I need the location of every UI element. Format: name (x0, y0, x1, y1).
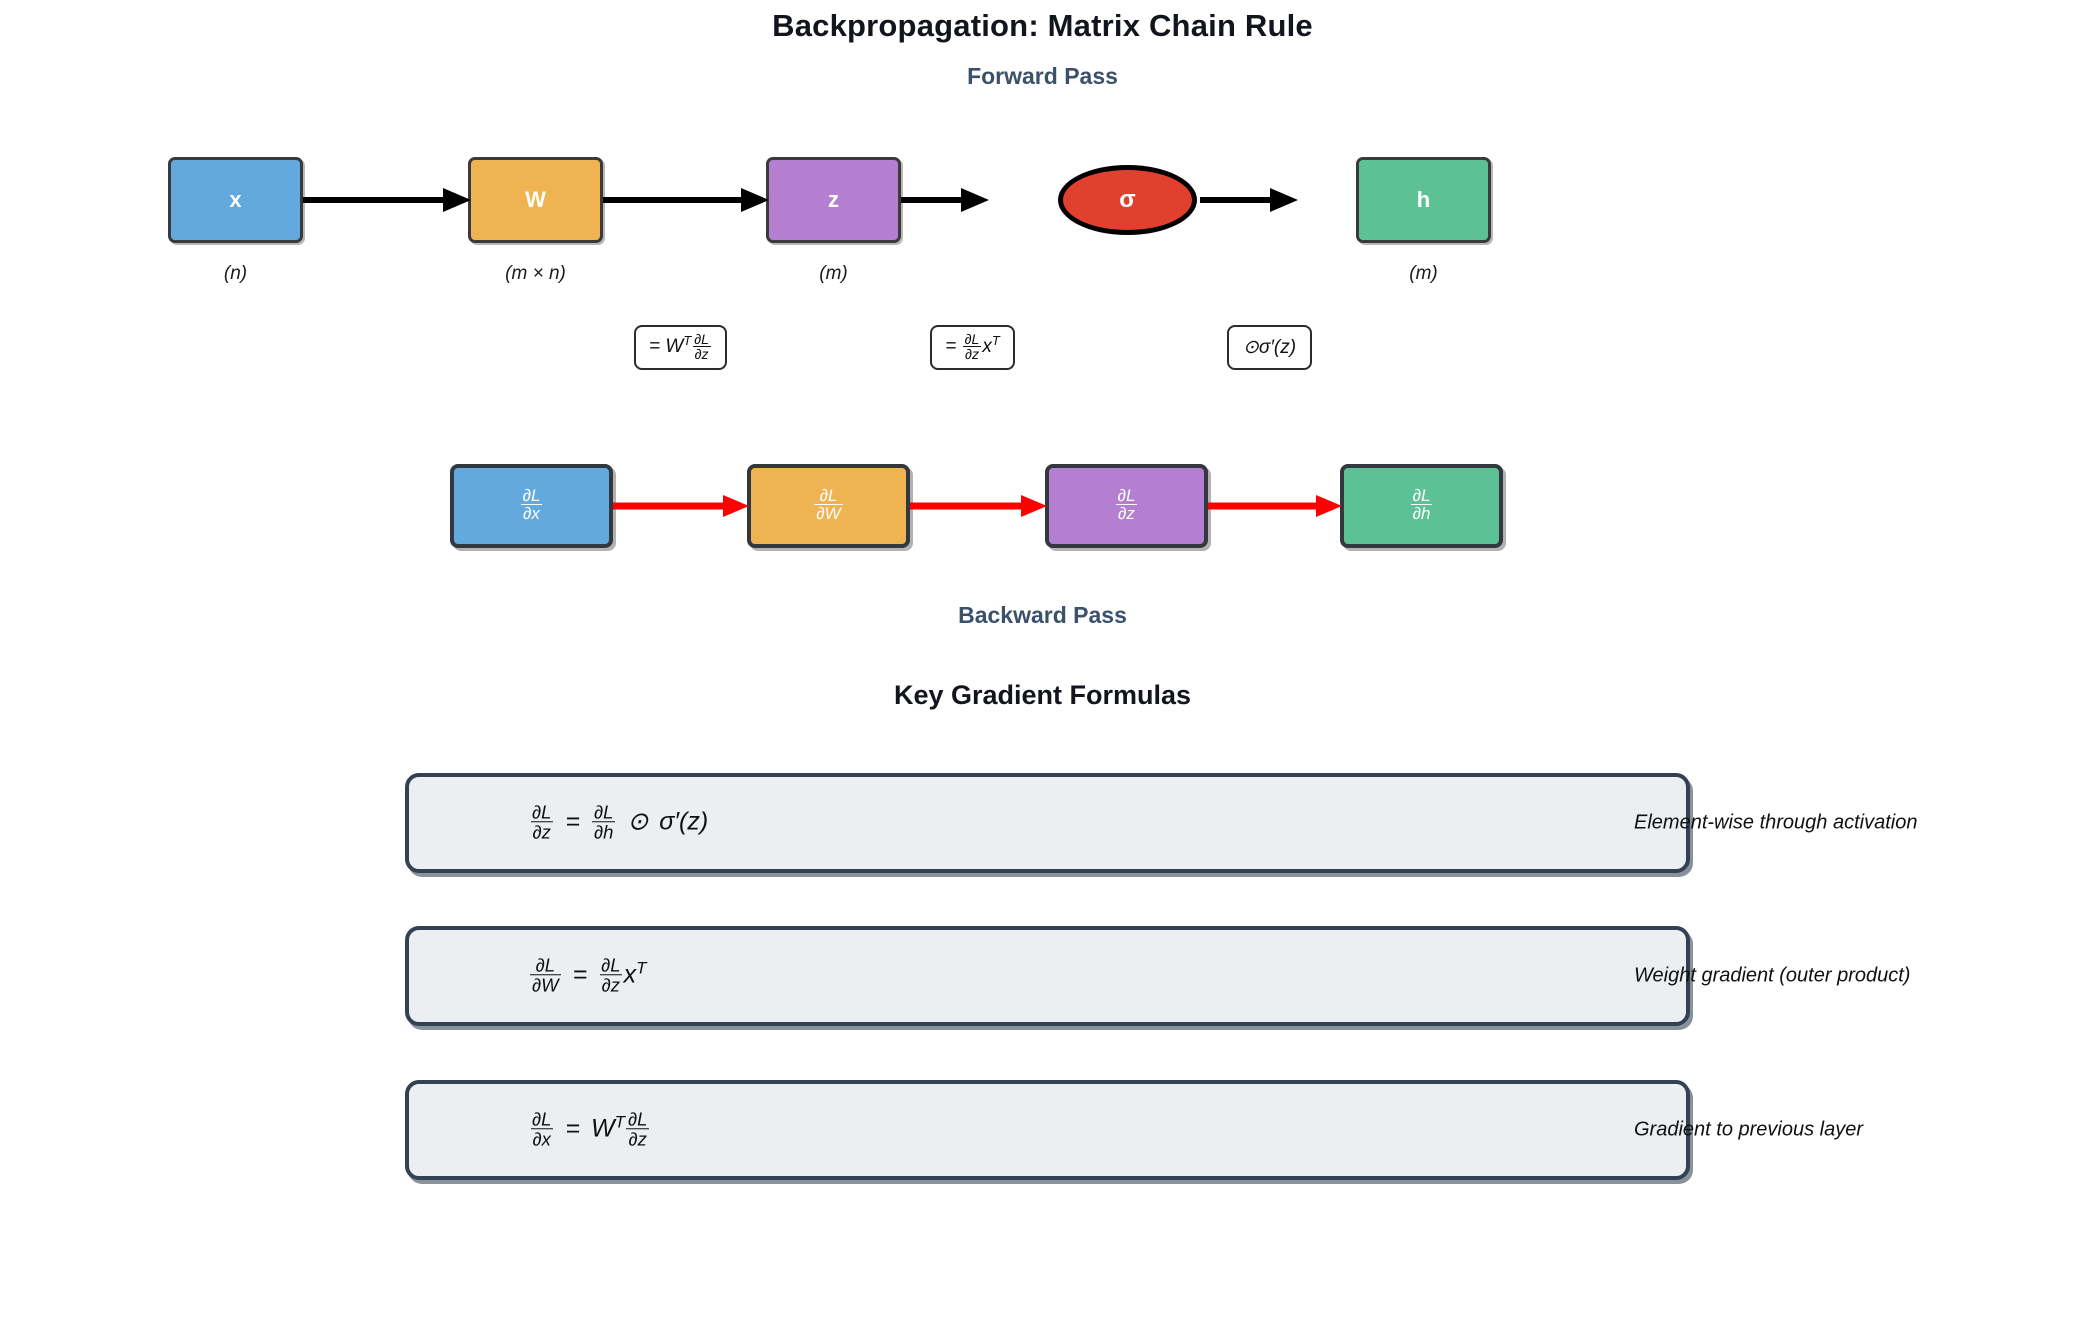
forward-node-h-dim: (m) (1409, 263, 1438, 284)
backward-node-dl-dx: ∂L ∂x (450, 464, 613, 548)
backward-node-dl-dx-label: ∂L ∂x (521, 485, 542, 524)
chip-dldx-text: = WT∂L∂z (649, 330, 711, 363)
forward-node-w-label: W (525, 187, 546, 212)
forward-node-w: W (468, 157, 603, 243)
backward-pass-label: Backward Pass (958, 602, 1127, 628)
backward-node-dl-dh-label: ∂L ∂h (1410, 485, 1433, 524)
forward-node-h-label: h (1416, 187, 1431, 212)
backward-node-dl-dz-label: ∂L ∂z (1116, 485, 1137, 524)
backward-node-dl-dw-label: ∂L ∂W (814, 485, 843, 524)
backward-arrow-dldz-to-dldh (1208, 495, 1342, 517)
forward-node-sigma: σ (1058, 165, 1197, 235)
forward-node-sigma-label: σ (1119, 186, 1136, 213)
forward-arrow-x-to-w (303, 188, 471, 212)
chip-gradient-dldz: ⊙σ′(z) (1227, 325, 1312, 370)
formula-panel-dldz: ∂L∂z = ∂L∂h ⊙ σ′(z) (405, 773, 1690, 873)
backward-arrow-dldx-to-dldw (613, 495, 749, 517)
key-gradient-formulas-title: Key Gradient Formulas (893, 680, 1192, 710)
chip-gradient-dldx: = WT∂L∂z (634, 325, 727, 370)
forward-node-h: h (1356, 157, 1491, 243)
backward-arrow-dldw-to-dldz (910, 495, 1047, 517)
formula-panel-dldx-expression: ∂L∂x = WT∂L∂z (530, 1108, 649, 1150)
forward-node-x: x (168, 157, 303, 243)
forward-node-x-label: x (229, 187, 242, 212)
chip-dldz-text: ⊙σ′(z) (1242, 337, 1297, 358)
forward-node-z-dim: (m) (819, 263, 848, 284)
backward-node-dl-dz: ∂L ∂z (1045, 464, 1208, 548)
formula-panel-dldw-note: Weight gradient (outer product) (1634, 964, 1911, 987)
forward-arrow-z-to-sigma (901, 188, 989, 212)
forward-node-z-label: z (828, 187, 839, 212)
page-title: Backpropagation: Matrix Chain Rule (772, 8, 1313, 43)
forward-node-x-dim: (n) (223, 263, 248, 284)
forward-node-z: z (766, 157, 901, 243)
forward-node-w-dim: (m × n) (505, 263, 566, 284)
formula-panel-dldz-note: Element-wise through activation (1634, 811, 1918, 834)
formula-panel-dldx: ∂L∂x = WT∂L∂z (405, 1080, 1690, 1180)
formula-panel-dldz-expression: ∂L∂z = ∂L∂h ⊙ σ′(z) (530, 801, 709, 843)
formula-panel-dldx-note: Gradient to previous layer (1634, 1118, 1864, 1141)
backward-node-dl-dh: ∂L ∂h (1340, 464, 1503, 548)
backward-node-dl-dw: ∂L ∂W (747, 464, 910, 548)
forward-pass-label: Forward Pass (967, 63, 1118, 89)
forward-arrow-w-to-z (603, 188, 769, 212)
forward-arrow-sigma-to-h (1200, 188, 1298, 212)
